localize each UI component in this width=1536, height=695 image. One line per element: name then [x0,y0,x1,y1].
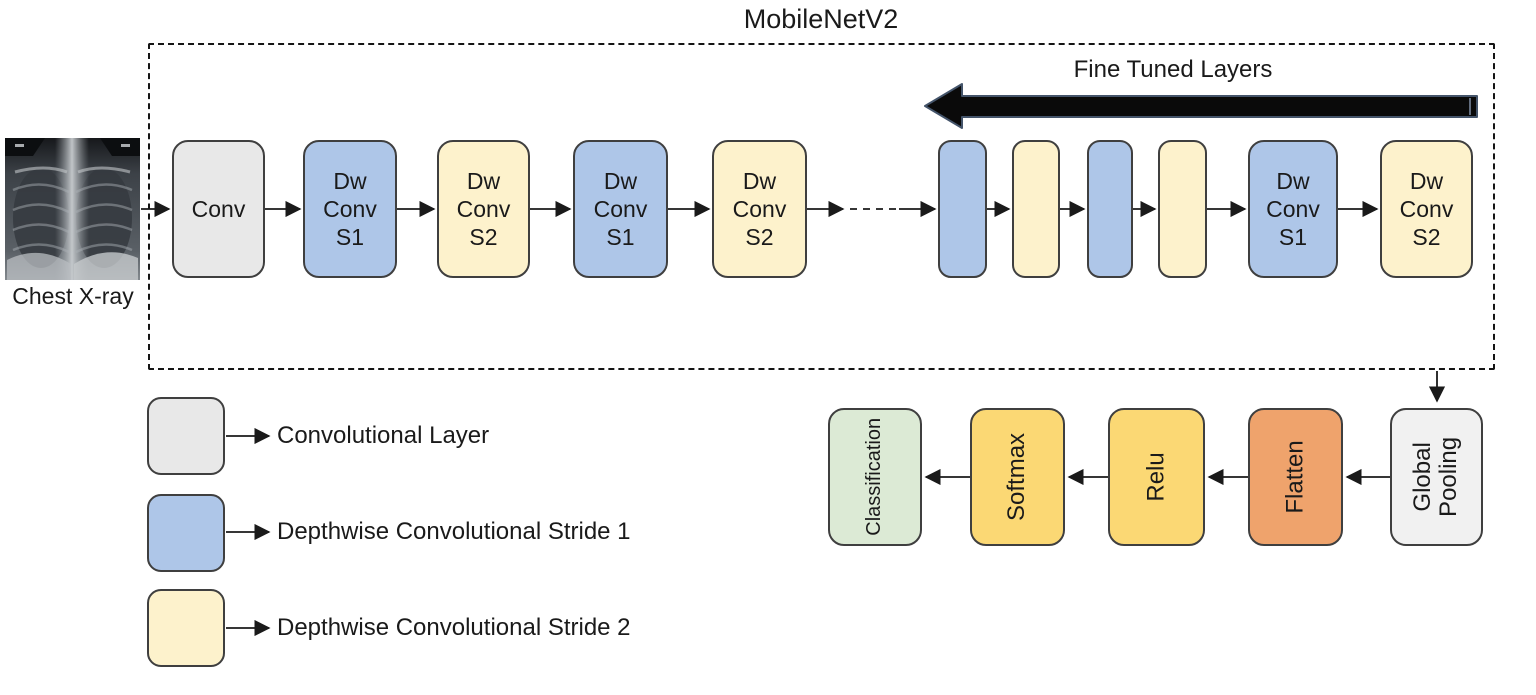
conv-block-label: Conv [191,195,246,222]
dw-conv-s1-label: Dw Conv S1 [323,167,377,251]
global-pooling-label: Global Pooling [1409,436,1463,518]
classification-block: Classification [828,408,922,546]
dw-conv-s2-block-narrow [1158,140,1207,278]
relu-label: Relu [1142,452,1170,502]
relu-block: Relu [1108,408,1205,546]
legend-swatch-conv [147,397,225,475]
legend-label-dw-s2: Depthwise Convolutional Stride 2 [277,614,631,641]
fine-tuned-layers-label: Fine Tuned Layers [1073,56,1273,83]
dw-conv-s1-label: Dw Conv S1 [1266,167,1320,251]
dw-conv-s2-label: Dw Conv S2 [456,167,511,251]
dw-conv-s2-block: Dw Conv S2 [712,140,807,278]
diagram-title: MobileNetV2 [743,4,899,34]
legend-label-conv: Convolutional Layer [277,422,490,449]
dw-conv-s2-label: Dw Conv S2 [1399,167,1454,251]
dw-conv-s1-block: Dw Conv S1 [573,140,668,278]
dw-conv-s1-block-narrow [1087,140,1133,278]
global-pooling-block: Global Pooling [1390,408,1483,546]
dw-conv-s1-label: Dw Conv S1 [593,167,648,251]
conv-block: Conv [172,140,265,278]
softmax-block: Softmax [970,408,1065,546]
dw-conv-s1-block-narrow [938,140,987,278]
dw-conv-s2-label: Dw Conv S2 [732,167,787,251]
input-label: Chest X-ray [12,283,134,309]
softmax-label: Softmax [1003,432,1031,522]
classification-label: Classification [863,418,886,536]
chest-xray-image [5,138,140,280]
dw-conv-s2-block: Dw Conv S2 [1380,140,1473,278]
dw-conv-s1-block: Dw Conv S1 [303,140,397,278]
dw-conv-s1-block: Dw Conv S1 [1248,140,1338,278]
flatten-label: Flatten [1281,440,1309,514]
dw-conv-s2-block-narrow [1012,140,1060,278]
legend-label-dw-s1: Depthwise Convolutional Stride 1 [277,518,631,545]
legend-swatch-dw-s2 [147,589,225,667]
dw-conv-s2-block: Dw Conv S2 [437,140,530,278]
mobilenetv2-boundary-box [148,43,1495,370]
legend-swatch-dw-s1 [147,494,225,572]
flatten-block: Flatten [1248,408,1343,546]
